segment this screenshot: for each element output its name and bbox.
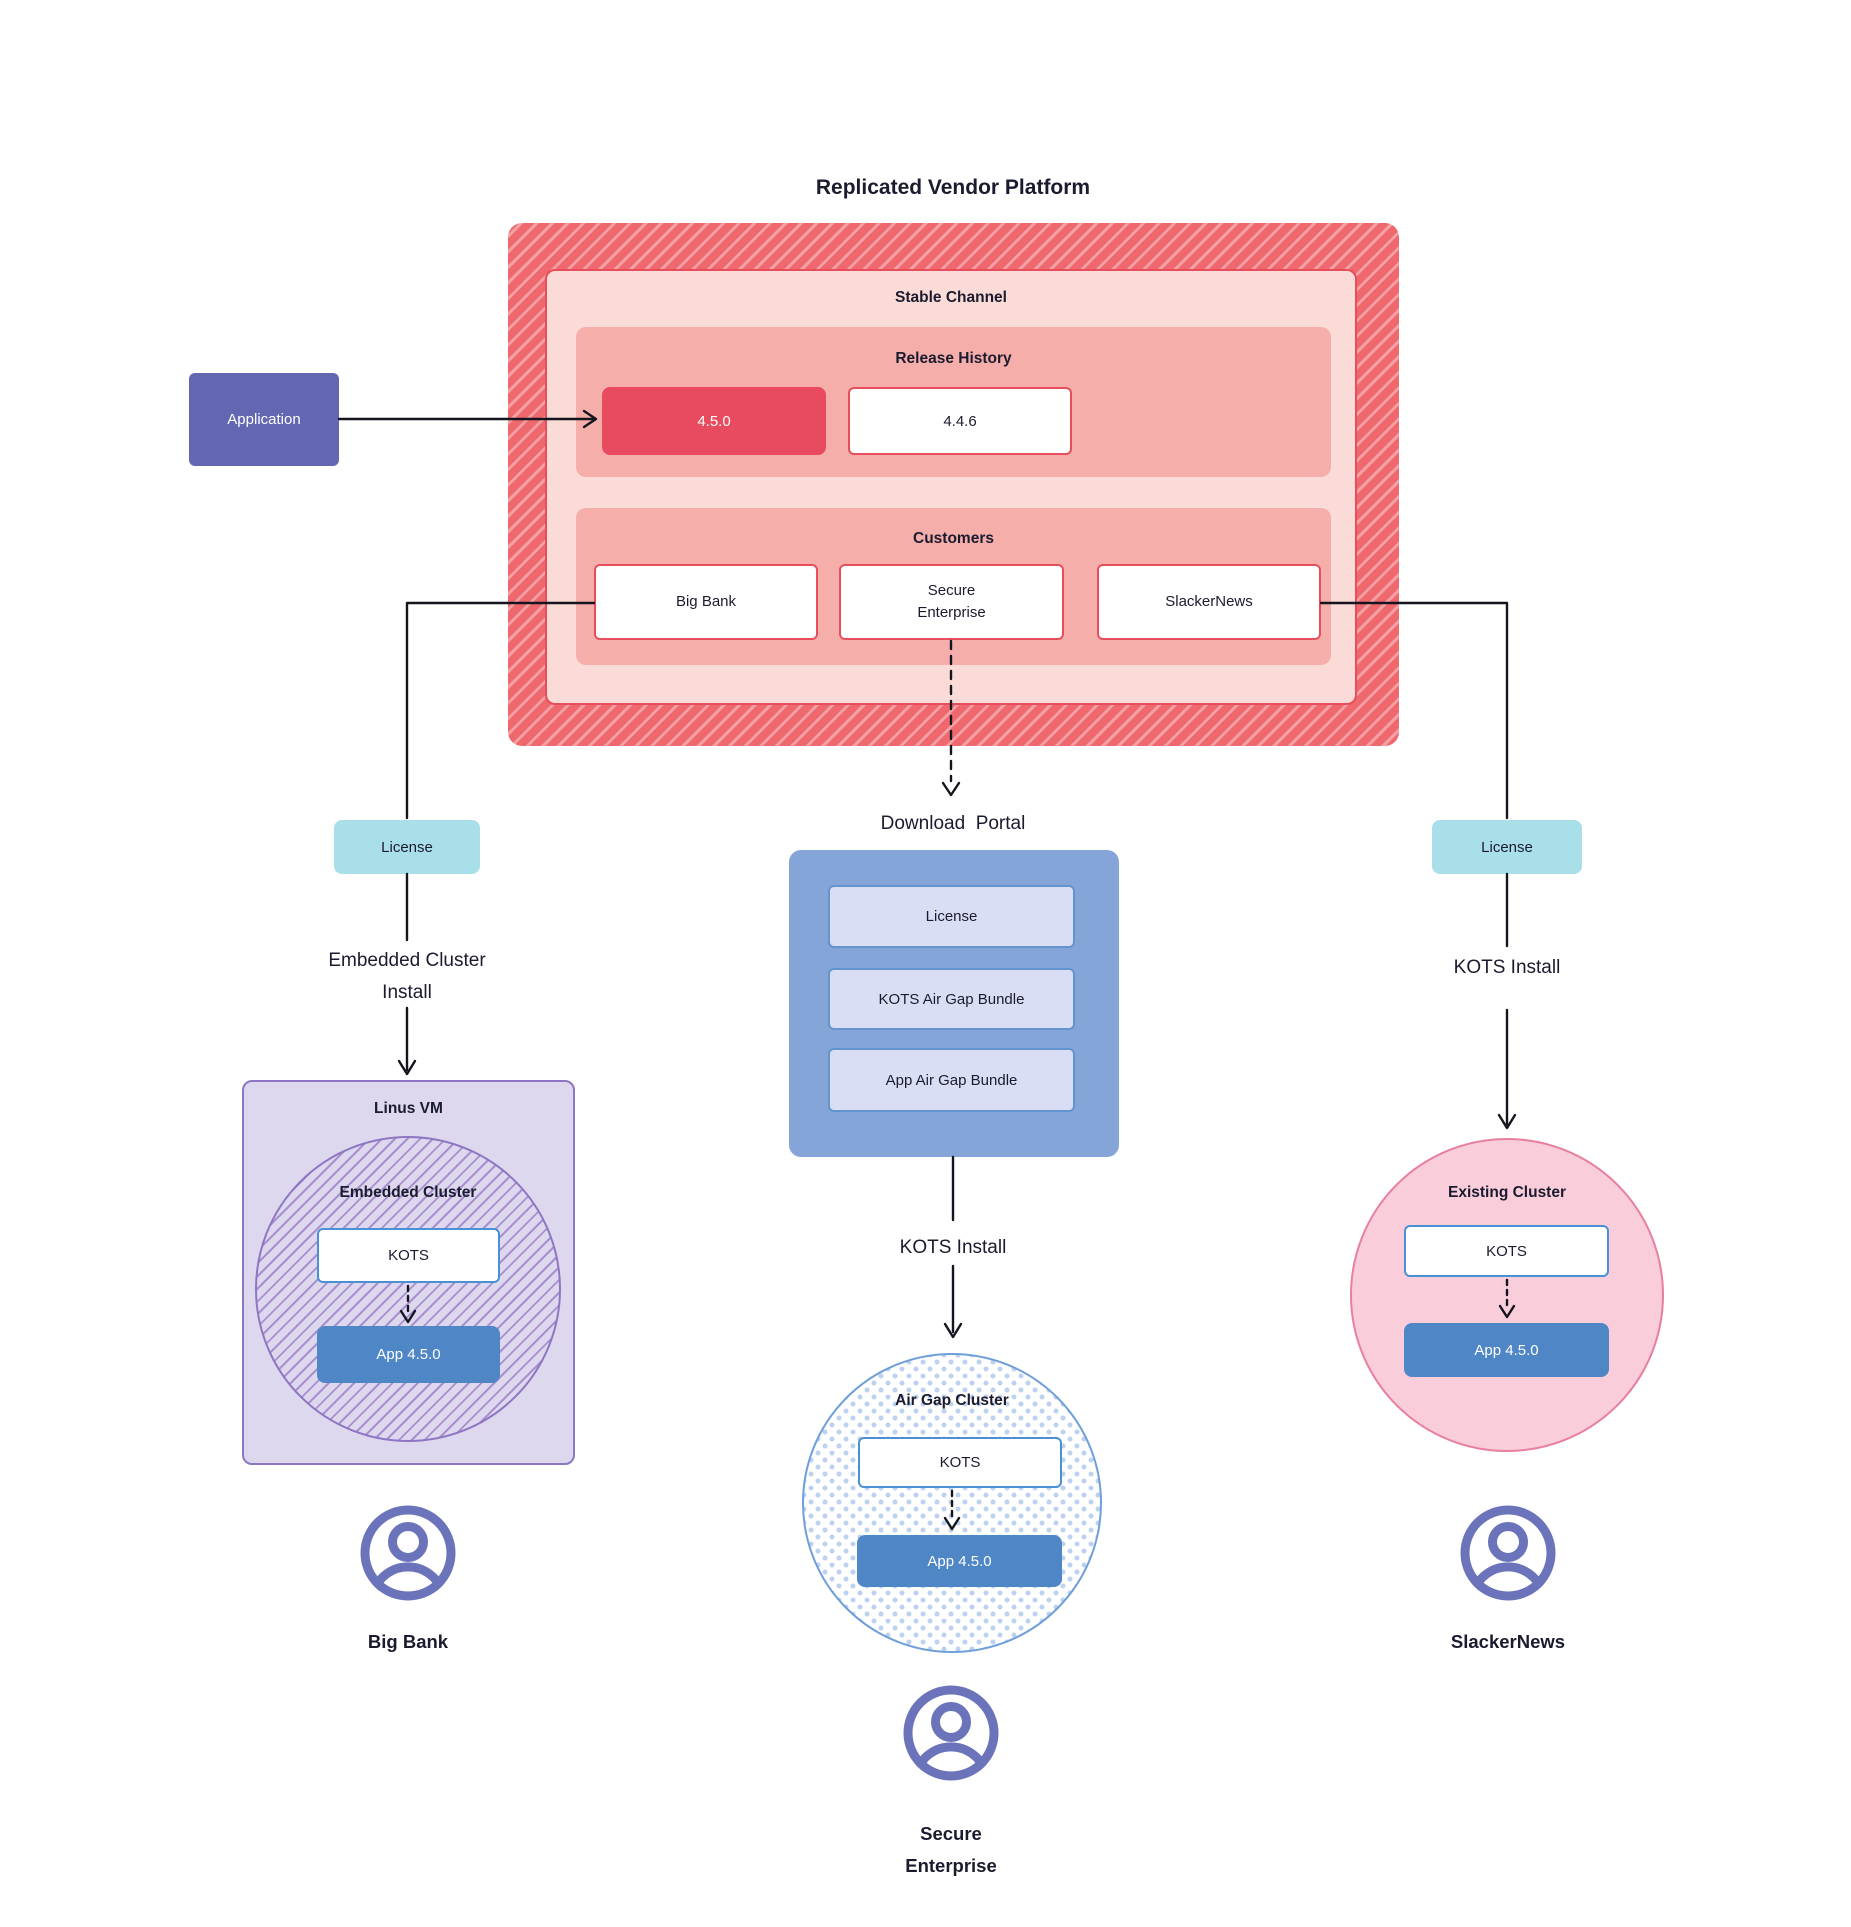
secure-line2: Enterprise bbox=[905, 1855, 997, 1876]
customer-secure-enterprise: Secure Enterprise bbox=[839, 564, 1064, 640]
person-icon bbox=[1460, 1505, 1556, 1601]
linus-vm-label: Linus VM bbox=[374, 1100, 443, 1117]
arrowhead-secure-to-portal bbox=[941, 781, 961, 797]
embedded-cluster-circle bbox=[255, 1136, 561, 1442]
stable-channel-label: Stable Channel bbox=[895, 289, 1007, 306]
existing-cluster-label: Existing Cluster bbox=[1448, 1184, 1566, 1201]
arrowhead-embedded-install bbox=[397, 1059, 417, 1076]
arrowhead-kots-install-right bbox=[1497, 1113, 1517, 1130]
air-gap-cluster-circle bbox=[802, 1353, 1102, 1653]
kots-install-label-right: KOTS Install bbox=[1453, 957, 1561, 978]
app-box-left: App 4.5.0 bbox=[317, 1326, 500, 1383]
release-4-4-6: 4.4.6 bbox=[848, 387, 1072, 455]
embedded-cluster-install-label: Embedded Cluster Install bbox=[328, 950, 486, 1003]
air-gap-cluster-label: Air Gap Cluster bbox=[895, 1392, 1009, 1409]
customers-label: Customers bbox=[913, 530, 994, 547]
secure-line1: Secure bbox=[920, 1823, 982, 1844]
app-box-right: App 4.5.0 bbox=[1404, 1323, 1609, 1377]
application-box: Application bbox=[189, 373, 339, 466]
license-chip-left: License bbox=[334, 820, 480, 874]
diagram-title: Replicated Vendor Platform bbox=[815, 176, 1091, 199]
kots-box-left: KOTS bbox=[317, 1228, 500, 1283]
kots-install-label-center: KOTS Install bbox=[899, 1237, 1007, 1258]
portal-item-license: License bbox=[828, 885, 1075, 948]
portal-item-kots-airgap-bundle: KOTS Air Gap Bundle bbox=[828, 968, 1075, 1030]
customer-slackernews: SlackerNews bbox=[1097, 564, 1321, 640]
customer-big-bank: Big Bank bbox=[594, 564, 818, 640]
person-icon bbox=[360, 1505, 456, 1601]
customer-secure-enterprise-label: Secure Enterprise bbox=[917, 582, 986, 621]
embedded-cluster-label: Embedded Cluster bbox=[339, 1184, 477, 1201]
portal-item-app-airgap-bundle: App Air Gap Bundle bbox=[828, 1048, 1075, 1112]
kots-box-right: KOTS bbox=[1404, 1225, 1609, 1277]
release-history-label: Release History bbox=[895, 350, 1012, 367]
person-icon bbox=[903, 1685, 999, 1781]
person-name-secure-enterprise: Secure Enterprise bbox=[851, 1818, 1051, 1882]
license-chip-right: License bbox=[1432, 820, 1582, 874]
person-name-big-bank: Big Bank bbox=[367, 1631, 449, 1652]
app-box-center: App 4.5.0 bbox=[857, 1535, 1062, 1587]
kots-box-center: KOTS bbox=[858, 1437, 1062, 1488]
arrowhead-kots-install-mid bbox=[943, 1322, 963, 1339]
person-name-slackernews: SlackerNews bbox=[1450, 1631, 1566, 1652]
download-portal-label: Download Portal bbox=[880, 813, 1026, 834]
release-4-5-0: 4.5.0 bbox=[602, 387, 826, 455]
